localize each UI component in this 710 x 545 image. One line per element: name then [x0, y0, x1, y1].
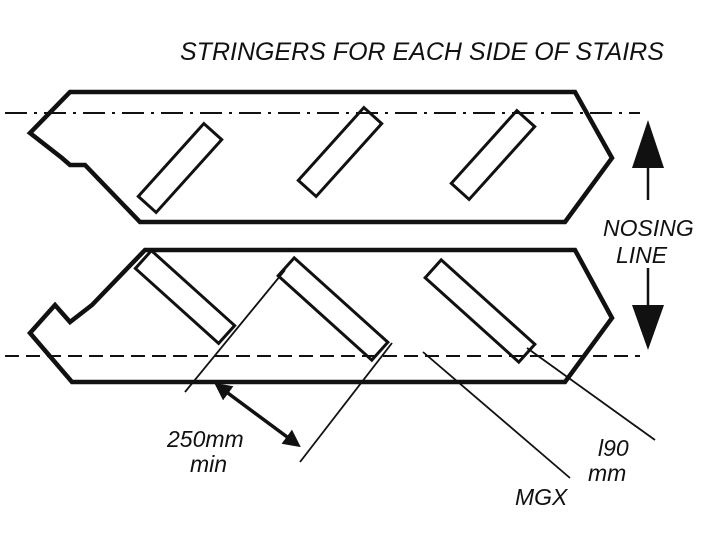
bottom-tread-slot-2	[276, 255, 390, 363]
top-tread-slot-1	[136, 121, 224, 215]
nosing-label-line1: NOSING	[603, 215, 694, 241]
spacing-dimension-arrow	[214, 382, 301, 448]
spacing-label-line2: min	[190, 451, 227, 477]
bottom-tread-slot-3	[423, 257, 537, 365]
mgx-leader-line	[422, 351, 571, 479]
nosing-line-arrow	[632, 120, 664, 350]
top-tread-slot-2	[296, 105, 384, 199]
spacing-extension-lines	[184, 269, 393, 463]
spacing-label-line1: 250mm	[166, 426, 244, 452]
nosing-label-line2: LINE	[616, 242, 668, 268]
bottom-stringer	[27, 247, 615, 385]
depth-leader-line	[526, 347, 656, 441]
top-stringer	[26, 89, 615, 225]
top-tread-slot-3	[449, 108, 537, 202]
material-label: MGX	[515, 484, 569, 510]
depth-label-line1: l90	[598, 435, 629, 461]
depth-label-line2: mm	[588, 460, 626, 486]
diagram-title: STRINGERS FOR EACH SIDE OF STAIRS	[180, 38, 664, 66]
bottom-tread-slot-1	[133, 248, 237, 346]
